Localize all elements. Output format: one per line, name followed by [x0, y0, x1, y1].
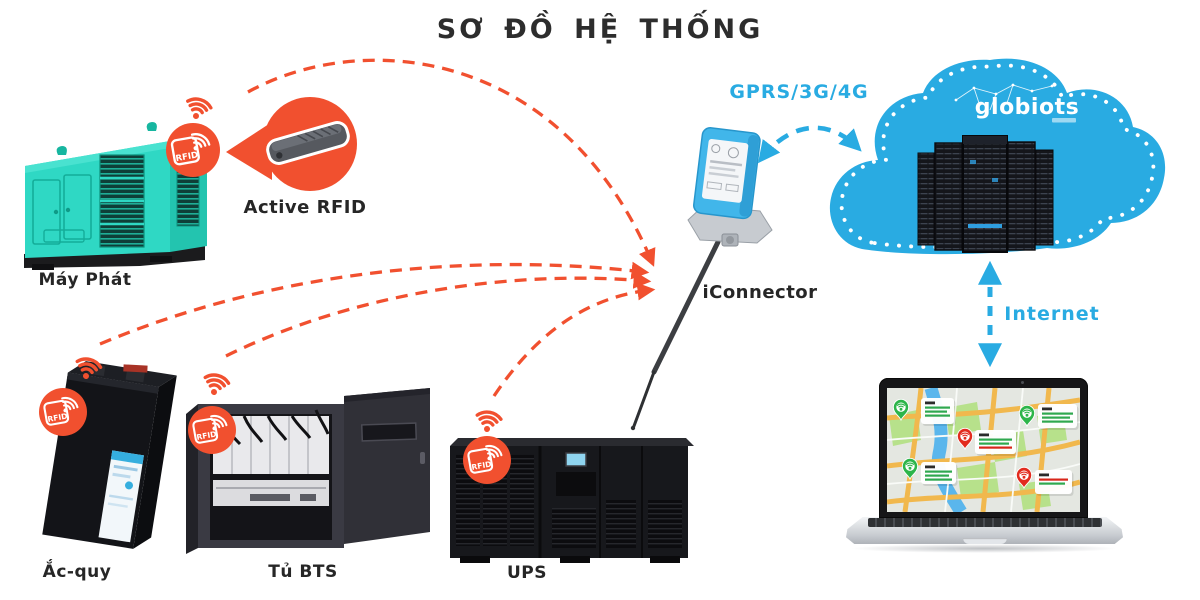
- map-pin-marker: [892, 398, 910, 422]
- map-card-line: [1042, 416, 1070, 419]
- generator-illustration: [24, 122, 207, 270]
- pin-signal-glyph: [1019, 471, 1029, 479]
- map-card-line: [979, 438, 1012, 441]
- map-card-title: [925, 401, 935, 405]
- map-card-line: [1042, 420, 1073, 423]
- rfid-badge-text: RFID: [196, 430, 217, 442]
- label-iconnector: iConnector: [702, 282, 818, 303]
- label-ups: UPS: [506, 563, 547, 583]
- connection-may-phat-iconnector: [247, 58, 656, 267]
- connection-tu-bts-iconnector: [225, 271, 652, 358]
- wifi-icon-ups: [475, 410, 503, 432]
- map-status-card: [921, 462, 956, 484]
- laptop-camera-dot: [1021, 381, 1024, 384]
- map-pin-3: [956, 427, 1018, 456]
- pin-signal-glyph: [1022, 409, 1032, 417]
- map-card-line: [925, 410, 947, 413]
- cloud-brand-subtext: [1052, 118, 1076, 123]
- iconnector-illustration: [630, 127, 773, 431]
- map-card-line: [925, 406, 950, 409]
- rfid-tag-illustration: [266, 121, 350, 165]
- map-card-line: [1039, 482, 1065, 485]
- map-card-title: [979, 433, 989, 437]
- wifi-icon-tu-bts: [203, 373, 231, 395]
- rfid-badge-ac-quy: RFID: [39, 388, 87, 436]
- map-card-line: [1039, 478, 1068, 481]
- map-pin-2: [901, 457, 958, 486]
- rfid-badges: RFID RFID: [39, 123, 511, 484]
- label-ac-quy: Ắc-quy: [42, 562, 112, 582]
- map-card-title: [925, 465, 935, 469]
- rfid-badge-text: RFID: [175, 150, 199, 164]
- rfid-badge-may-phat: RFID: [166, 123, 220, 177]
- pin-signal-glyph: [905, 462, 915, 470]
- map-card-line: [1042, 412, 1073, 415]
- laptop-screen: [879, 378, 1088, 518]
- monitoring-map: [887, 388, 1080, 512]
- map-card-title: [1042, 407, 1052, 411]
- pin-signal-glyph: [896, 403, 906, 411]
- map-pin-marker: [1018, 404, 1036, 428]
- rfid-badge-ups: RFID: [463, 436, 511, 484]
- active-rfid-callout: [226, 97, 357, 191]
- connection-gprs-arrow: [757, 125, 862, 164]
- wifi-icon-may-phat: [186, 97, 213, 119]
- rfid-badge-tu-bts: RFID: [188, 406, 236, 454]
- map-card-title: [1039, 473, 1049, 477]
- connection-ac-quy-iconnector: [99, 261, 650, 346]
- connection-ups-iconnector: [492, 282, 656, 397]
- label-active-rfid: Active RFID: [243, 197, 367, 218]
- page-title: SƠ ĐỒ HỆ THỐNG: [436, 14, 764, 45]
- map-card-line: [925, 474, 949, 477]
- laptop-keyboard: [868, 518, 1102, 527]
- laptop-illustration: [840, 372, 1140, 562]
- server-racks: [917, 135, 1054, 253]
- map-pin-marker: [1015, 466, 1033, 490]
- laptop-shadow: [850, 544, 1118, 553]
- map-pin-marker: [956, 427, 974, 451]
- map-card-line: [925, 478, 952, 481]
- wifi-icons: [75, 97, 503, 432]
- map-pin-5: [1015, 466, 1074, 496]
- label-gprs: GPRS/3G/4G: [729, 81, 869, 103]
- cloud-brand-text: globiots: [975, 95, 1079, 120]
- rfid-badge-text: RFID: [47, 412, 68, 424]
- globiots-logo: globiots: [954, 83, 1079, 123]
- map-card-line: [979, 446, 1012, 449]
- map-pin-1: [892, 398, 956, 426]
- label-tu-bts: Tủ BTS: [268, 562, 338, 582]
- rfid-connections: [99, 58, 656, 397]
- map-pin-4: [1018, 404, 1079, 430]
- rfid-badge-text: RFID: [471, 460, 492, 472]
- cloud-illustration: globiots: [829, 58, 1166, 255]
- wifi-icon-ac-quy: [75, 357, 103, 379]
- pin-signal-glyph: [960, 432, 970, 440]
- label-internet: Internet: [1004, 303, 1100, 325]
- map-card-line: [925, 414, 950, 417]
- map-pin-marker: [901, 457, 919, 481]
- laptop-notch: [963, 538, 1007, 544]
- label-may-phat: Máy Phát: [38, 270, 132, 290]
- map-card-line: [925, 470, 952, 473]
- battery-illustration: [42, 361, 177, 549]
- map-card-line: [979, 442, 1009, 445]
